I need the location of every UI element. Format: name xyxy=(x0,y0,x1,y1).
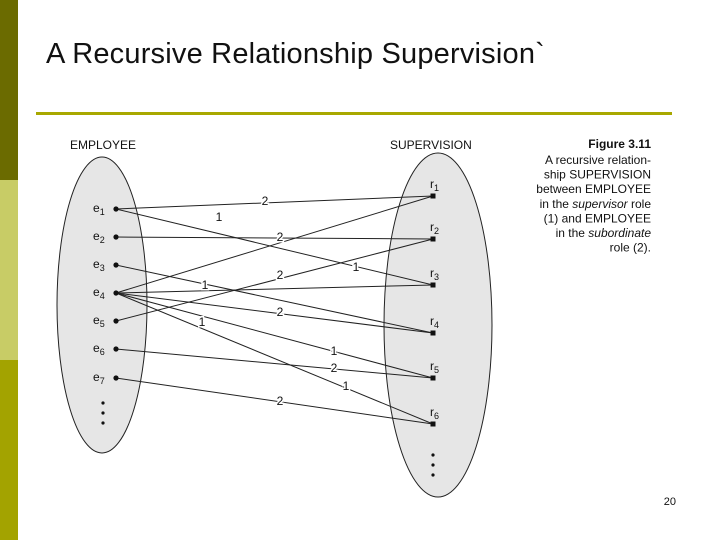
relationship-label: r3 xyxy=(430,266,439,282)
role-label: 2 xyxy=(277,268,284,282)
connection-line xyxy=(115,236,434,240)
caption-line: in the subordinate xyxy=(556,226,652,240)
caption-line: between EMPLOYEE xyxy=(536,182,651,196)
employee-label: e1 xyxy=(93,201,105,217)
connection-line xyxy=(115,377,434,425)
slide-number: 20 xyxy=(663,496,676,508)
relationship-node xyxy=(430,375,436,381)
relationship-node xyxy=(430,330,436,336)
connection-line xyxy=(115,348,434,379)
relationship-label: r2 xyxy=(430,220,439,236)
connection-line xyxy=(115,238,434,322)
sidebar-band-dark xyxy=(0,0,18,180)
connection-line xyxy=(115,292,434,425)
relationship-node xyxy=(430,421,436,427)
role-label: 1 xyxy=(353,260,360,274)
employee-node xyxy=(113,262,119,268)
connection-line xyxy=(115,195,434,294)
relationship-node xyxy=(430,193,436,199)
role-label: 2 xyxy=(262,194,269,208)
employee-label: e4 xyxy=(93,285,105,301)
connection-line xyxy=(115,292,434,334)
relationship-label: r1 xyxy=(430,177,439,193)
relationship-nodes: r1 r2 r3 r4 r5 r6 xyxy=(430,177,439,427)
title-underline xyxy=(36,112,672,115)
role-label: 1 xyxy=(343,379,350,393)
role-label: 2 xyxy=(331,361,338,375)
role-label: 1 xyxy=(199,315,206,329)
role-label: 2 xyxy=(277,305,284,319)
connection-line xyxy=(115,208,434,286)
caption-line: (1) and EMPLOYEE xyxy=(544,211,651,225)
relationship-label: r6 xyxy=(430,405,439,421)
sidebar-band-olive xyxy=(0,360,18,540)
slide-title: A Recursive Relationship Supervision` xyxy=(46,38,546,70)
supervision-set-label: SUPERVISION xyxy=(390,138,472,152)
employee-set-ellipse xyxy=(56,156,148,454)
employee-node xyxy=(113,234,119,240)
figure-caption-heading: Figure 3.11 xyxy=(588,137,651,151)
caption-line: role (2). xyxy=(610,241,651,255)
relationship-node xyxy=(430,236,436,242)
employee-node xyxy=(113,346,119,352)
role-label: 1 xyxy=(202,278,209,292)
employee-node xyxy=(113,375,119,381)
employee-label: e2 xyxy=(93,229,105,245)
employee-nodes: e1 e2 e3 e4 e5 e6 e7 xyxy=(93,201,119,386)
employee-node xyxy=(113,206,119,212)
connection-lines xyxy=(115,195,434,425)
sidebar-band-light xyxy=(0,180,18,360)
role-label: 1 xyxy=(331,344,338,358)
employee-label: e3 xyxy=(93,257,105,273)
caption-line: in the supervisor role xyxy=(540,197,652,211)
role-label: 1 xyxy=(216,210,223,224)
relationship-label: r5 xyxy=(430,359,439,375)
employee-continuation-dots xyxy=(101,401,105,425)
employee-node xyxy=(113,318,119,324)
role-label: 2 xyxy=(277,394,284,408)
employee-label: e7 xyxy=(93,370,105,386)
role-label: 2 xyxy=(277,230,284,244)
relationship-continuation-dots xyxy=(431,453,435,477)
caption-line: ship SUPERVISION xyxy=(544,168,651,182)
employee-label: e6 xyxy=(93,341,105,357)
caption-line: A recursive relation- xyxy=(545,153,651,167)
connection-line xyxy=(115,284,434,294)
employee-node xyxy=(113,290,119,296)
employee-label: e5 xyxy=(93,313,105,329)
connection-line xyxy=(115,195,434,210)
relationship-node xyxy=(430,282,436,288)
figure-caption: Figure 3.11 A recursive relation-ship SU… xyxy=(536,137,651,255)
employee-set-label: EMPLOYEE xyxy=(70,138,136,152)
relationship-label: r4 xyxy=(430,314,439,330)
